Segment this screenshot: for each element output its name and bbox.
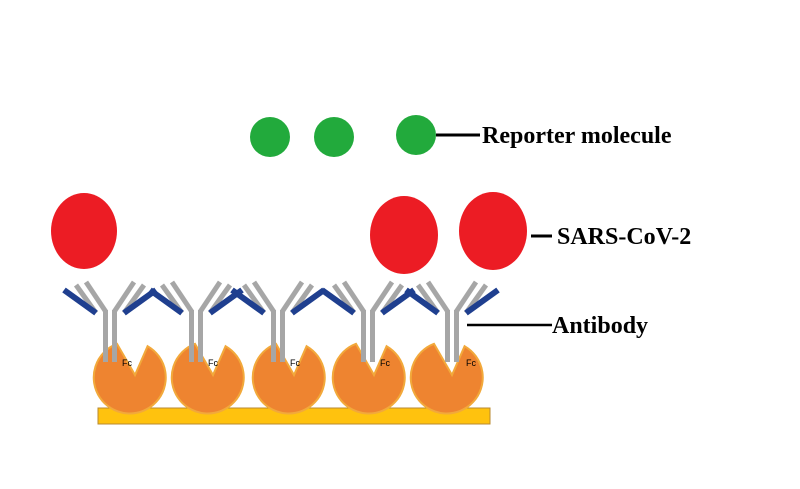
virus-particle — [370, 196, 438, 274]
fc-label: Fc — [466, 358, 476, 368]
virus-particle — [51, 193, 117, 269]
antibody-unit: Fc — [322, 282, 414, 415]
receptor-shape — [251, 342, 326, 415]
antibody-unit: Fc — [150, 282, 245, 415]
reporter-molecule — [314, 117, 354, 157]
fc-label: Fc — [380, 358, 390, 368]
virus-label: SARS-CoV-2 — [557, 224, 691, 250]
fc-label: Fc — [122, 358, 132, 368]
reporter-label: Reporter molecule — [482, 123, 672, 149]
virus-particle — [459, 192, 527, 270]
receptor-shape — [170, 342, 245, 415]
receptor-shape — [331, 342, 406, 415]
reporter-molecule — [396, 115, 436, 155]
antibody-unit: Fc — [406, 282, 498, 415]
fc-label: Fc — [208, 358, 218, 368]
antibody-label: Antibody — [552, 313, 648, 339]
antibody-unit: Fc — [232, 282, 326, 415]
receptor-shape — [92, 342, 167, 415]
antibody-shape — [322, 282, 414, 362]
receptor-shape — [409, 342, 484, 415]
fc-label: Fc — [290, 358, 300, 368]
antibody-unit: Fc — [64, 282, 167, 415]
antibody-shape — [406, 282, 498, 362]
reporter-molecule — [250, 117, 290, 157]
